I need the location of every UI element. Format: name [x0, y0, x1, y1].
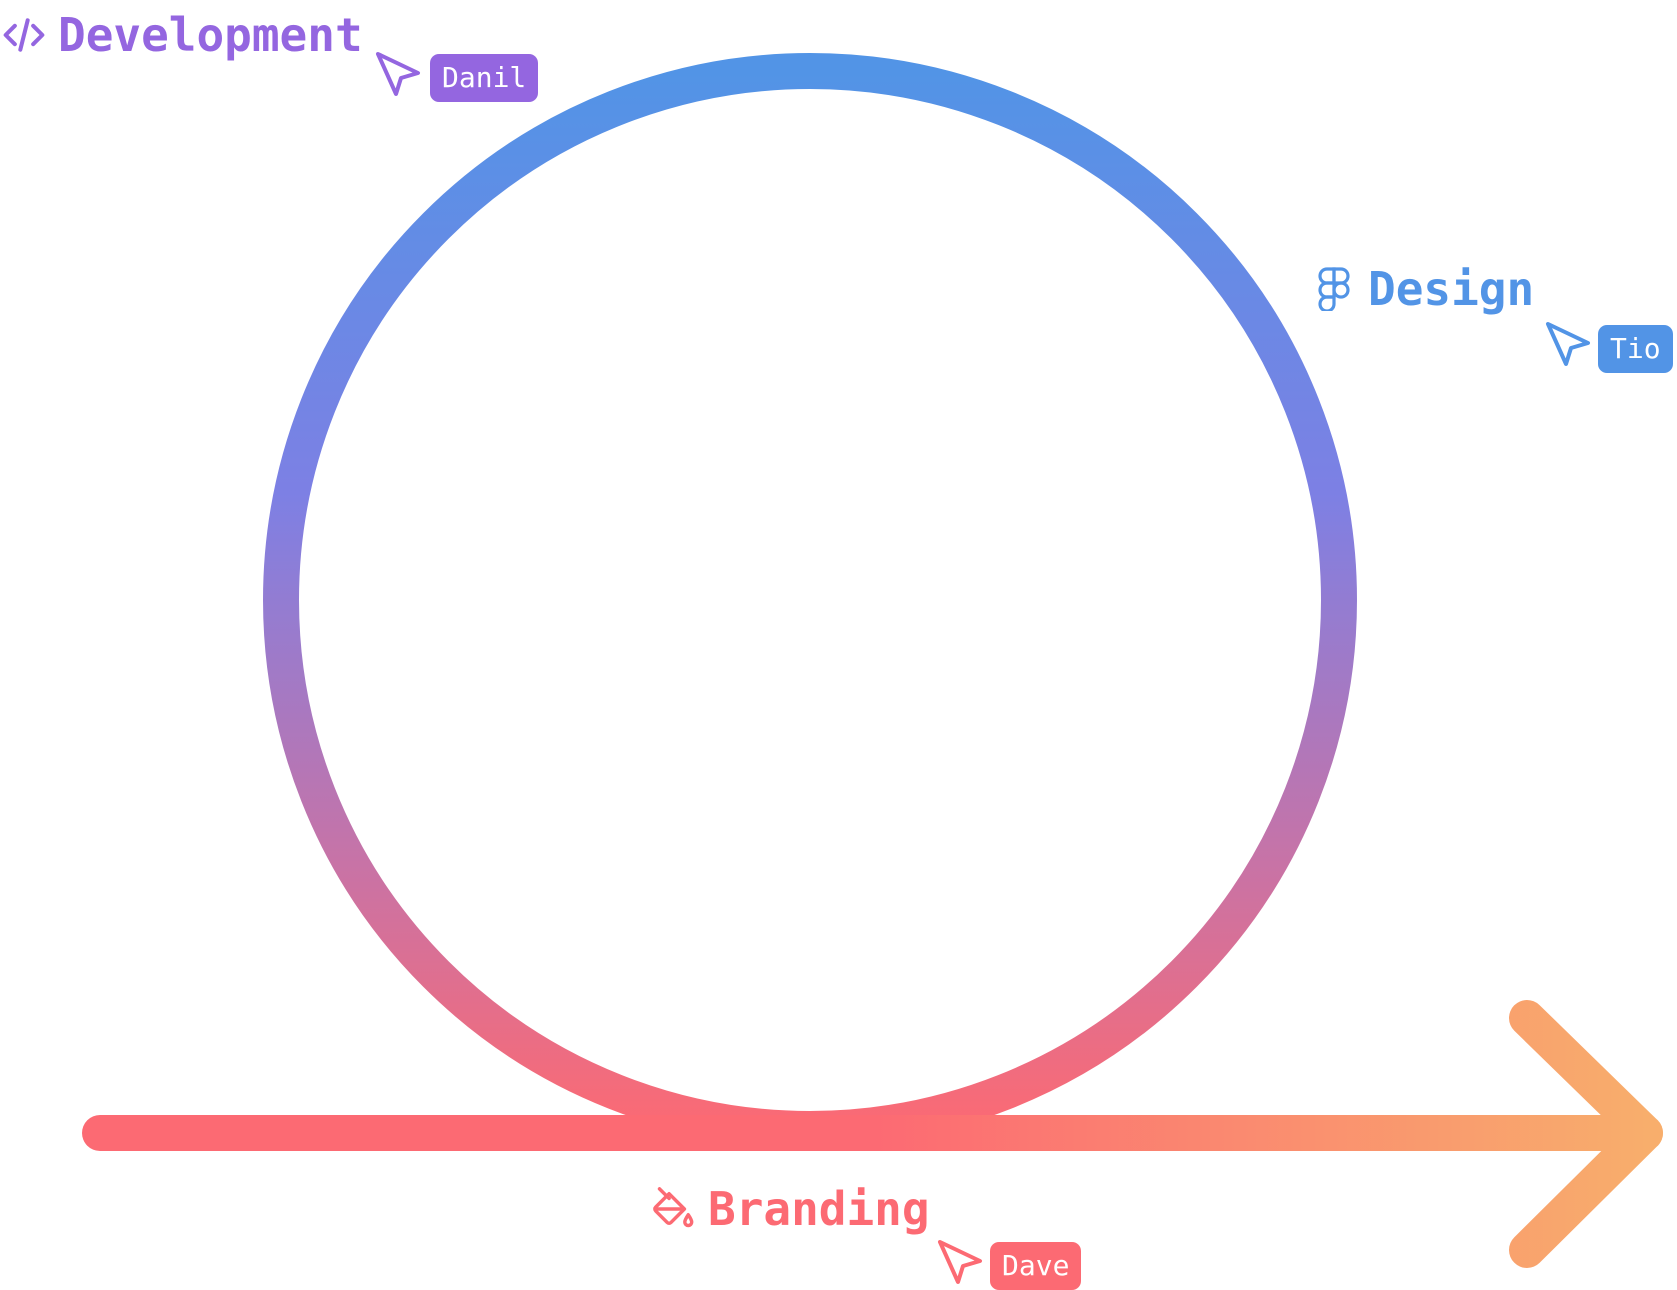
branding-title: Branding — [708, 1182, 930, 1236]
design-title: Design — [1368, 262, 1535, 316]
paint-bucket-icon — [653, 1187, 694, 1228]
timeline-arrow — [82, 1000, 1663, 1268]
code-icon — [3, 18, 45, 52]
branding-label: Branding — [648, 1186, 930, 1232]
user-tag-branding: Dave — [990, 1242, 1082, 1290]
figma-icon — [1318, 267, 1350, 311]
arrow-head — [1509, 1000, 1663, 1268]
design-label: Design — [1318, 266, 1534, 312]
cursor-pointer-icon — [938, 1240, 982, 1284]
cursor-pointer-icon — [1546, 322, 1590, 366]
user-tag-design: Tio — [1598, 325, 1673, 373]
cursor-pointer-icon — [376, 52, 420, 96]
development-title: Development — [58, 8, 363, 62]
cycle-ring — [263, 53, 1357, 1147]
development-label: Development — [2, 12, 363, 58]
user-tag-development: Danil — [430, 54, 539, 102]
